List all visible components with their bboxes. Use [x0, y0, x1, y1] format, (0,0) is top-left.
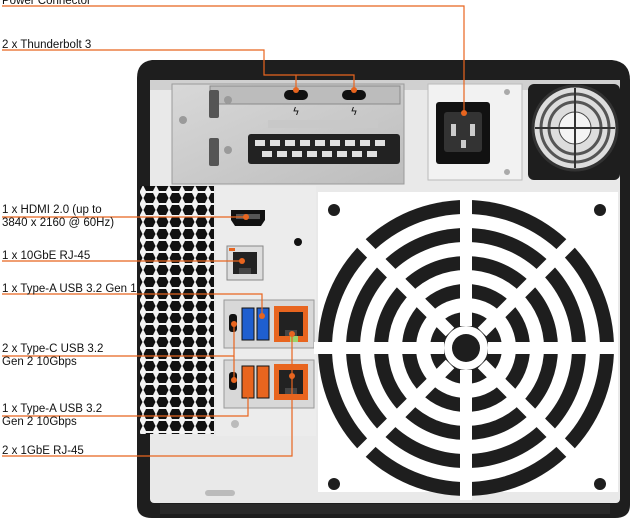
lock-slot: [294, 238, 302, 246]
usb-a-port: [256, 365, 270, 399]
thunderbolt-icon: ϟ: [292, 105, 299, 118]
label-rj45-1g: 2 x 1GbE RJ-45: [2, 445, 84, 458]
callout-power: [2, 5, 465, 113]
usb-block-upper: [223, 299, 315, 349]
cooling-fan: [314, 192, 618, 500]
pcie-card-slot: [171, 83, 405, 185]
label-usb-a-gen1-text: 1 x Type-A USB 3.2 Gen 1: [2, 283, 137, 295]
usb-a-gen1-port: [241, 307, 255, 341]
rj45-1gbe-port-2: [274, 364, 308, 400]
label-hdmi: 1 x HDMI 2.0 (up to 3840 x 2160 @ 60Hz): [2, 204, 114, 230]
label-usb-c: 2 x Type-C USB 3.2 Gen 2 10Gbps: [2, 343, 103, 369]
chassis-base: [160, 490, 610, 514]
label-usb-a-gen1: 1 x Type-A USB 3.2 Gen 1: [2, 283, 137, 296]
label-thunderbolt-text: 2 x Thunderbolt 3: [2, 39, 92, 51]
thunderbolt-port-2: ϟ: [342, 90, 366, 118]
usb-a-gen2-port: [256, 307, 270, 341]
label-hdmi-line1: 1 x HDMI 2.0 (up to: [2, 204, 102, 216]
label-rj45-1g-text: 2 x 1GbE RJ-45: [2, 445, 84, 457]
label-usb-c-line2: Gen 2 10Gbps: [2, 356, 77, 368]
psu-fan: [528, 84, 620, 180]
label-usb-a-gen2-line2: Gen 2 10Gbps: [2, 416, 77, 428]
rj45-10gbe-port: [226, 245, 264, 281]
label-power-text: Power Connector: [2, 0, 91, 7]
thunderbolt-port-1: ϟ: [284, 90, 308, 118]
label-rj45-10g-text: 1 x 10GbE RJ-45: [2, 250, 91, 262]
label-thunderbolt: 2 x Thunderbolt 3: [2, 39, 91, 52]
callout-usb-a-gen2: [2, 376, 249, 417]
label-rj45-10g: 1 x 10GbE RJ-45: [2, 250, 90, 263]
ventilation-grille: [140, 186, 214, 434]
usb-block-lower: [223, 359, 315, 409]
io-panel: [216, 186, 316, 436]
label-usb-c-line1: 2 x Type-C USB 3.2: [2, 343, 104, 355]
thunderbolt-icon: ϟ: [350, 105, 357, 118]
callout-thunderbolt: [2, 49, 355, 88]
label-usb-a-gen2: 1 x Type-A USB 3.2 Gen 2 10Gbps: [2, 403, 102, 429]
callout-usb-a-gen1: [2, 293, 263, 316]
power-connector: [427, 83, 523, 181]
label-usb-a-gen2-line1: 1 x Type-A USB 3.2: [2, 403, 103, 415]
label-hdmi-line2: 3840 x 2160 @ 60Hz): [2, 217, 115, 229]
label-power-connector: Power Connector: [2, 0, 91, 8]
